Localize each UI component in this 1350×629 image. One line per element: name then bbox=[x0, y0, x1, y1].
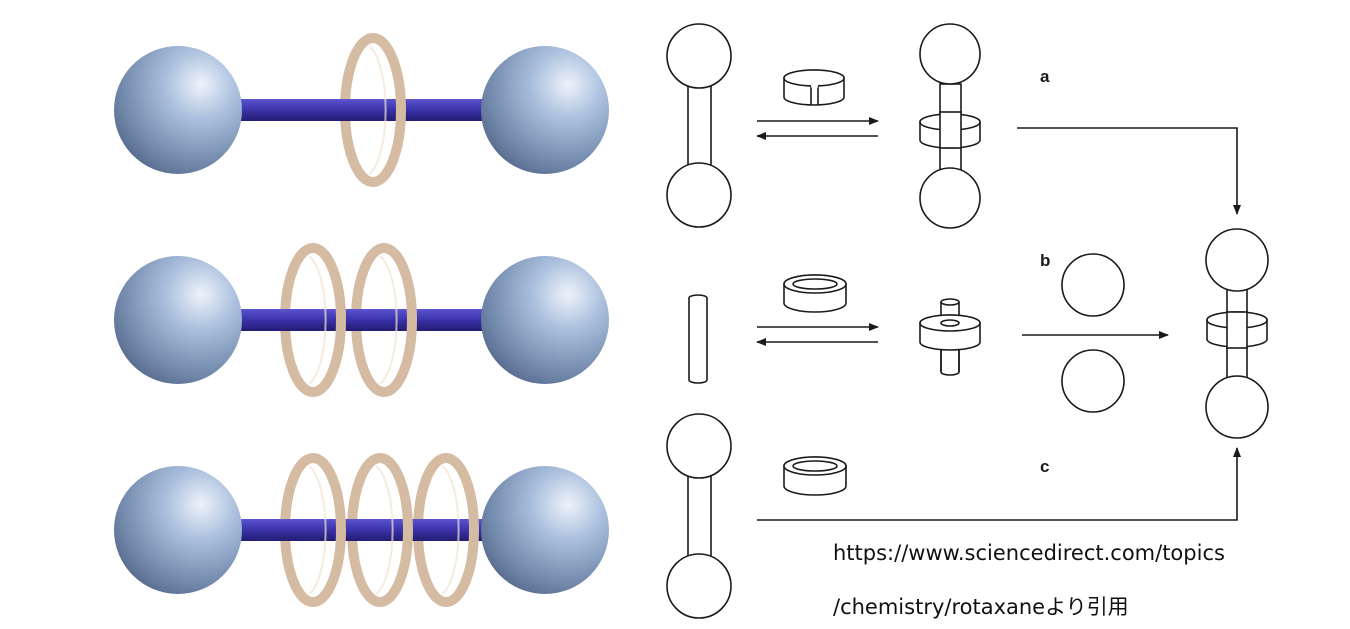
ring-front bbox=[375, 453, 413, 607]
stopper-right bbox=[481, 256, 609, 384]
ring-highlight bbox=[441, 465, 460, 595]
dumbbell-c bbox=[666, 413, 732, 619]
ring-front bbox=[441, 453, 479, 607]
axle-b bbox=[688, 294, 708, 384]
axle bbox=[178, 519, 545, 541]
arrow-a-to-product bbox=[1017, 127, 1241, 215]
axle bbox=[178, 99, 545, 121]
label-c: c bbox=[1040, 457, 1049, 476]
ring-front bbox=[379, 243, 417, 397]
stopper-right bbox=[481, 466, 609, 594]
ring-highlight bbox=[375, 465, 394, 595]
arrow-c-to-product bbox=[757, 447, 1241, 521]
stopper-b-top bbox=[1061, 253, 1125, 317]
dumbbell-a bbox=[666, 23, 732, 228]
equilibrium-arrows-b bbox=[756, 323, 879, 346]
ring-highlight bbox=[379, 255, 398, 385]
caption-line-1: https://www.sciencedirect.com/topics bbox=[833, 541, 1225, 565]
dumbbell-with-ring-a bbox=[919, 23, 981, 229]
axle bbox=[178, 309, 545, 331]
pseudorotaxane-b bbox=[919, 298, 981, 376]
stopper-left bbox=[114, 466, 242, 594]
ring-front bbox=[308, 453, 346, 607]
closed-ring-c bbox=[783, 456, 847, 496]
ring-highlight bbox=[308, 255, 327, 385]
ring-front bbox=[308, 243, 346, 397]
equilibrium-arrows-a bbox=[756, 117, 879, 140]
rotaxane-two-rings bbox=[114, 243, 609, 397]
ring-front bbox=[368, 33, 406, 187]
ring-highlight bbox=[368, 45, 387, 175]
label-a: a bbox=[1040, 67, 1050, 86]
ring-highlight bbox=[308, 465, 327, 595]
stopper-left bbox=[114, 46, 242, 174]
rotaxane-product bbox=[1205, 228, 1269, 439]
stopper-b-bottom bbox=[1061, 349, 1125, 413]
stopper-left bbox=[114, 256, 242, 384]
rotaxane-one-ring bbox=[114, 33, 609, 187]
open-ring-a bbox=[783, 69, 845, 106]
closed-ring-b bbox=[783, 274, 847, 313]
stopper-right bbox=[481, 46, 609, 174]
label-b: b bbox=[1040, 251, 1050, 270]
rotaxane-three-rings bbox=[114, 453, 609, 607]
caption-line-2: /chemistry/rotaxaneより引用 bbox=[833, 595, 1129, 619]
